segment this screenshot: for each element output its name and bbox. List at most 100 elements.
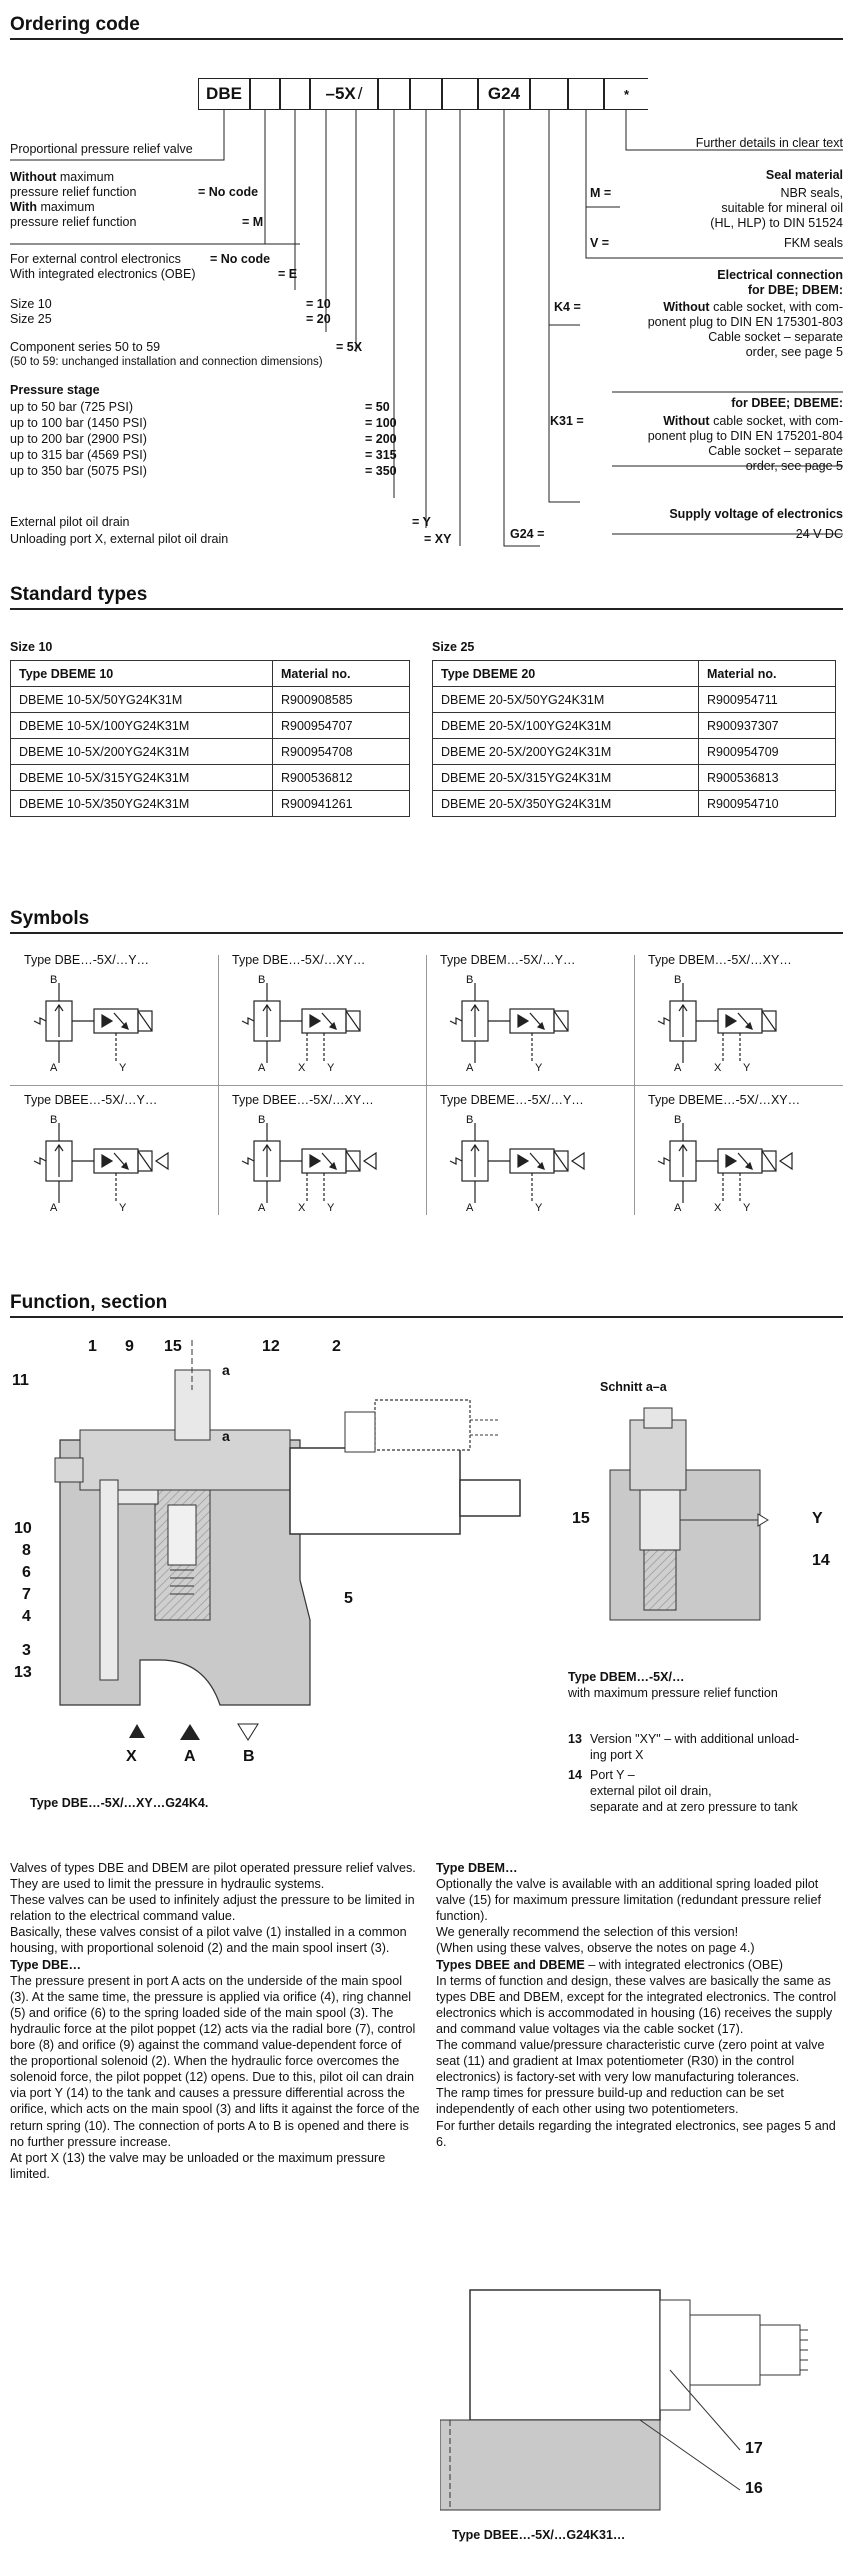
table-header-type: Type DBEME 10 [10,660,273,687]
port-a-label: A [50,1202,58,1214]
oc-k31-line1: Without cable socket, with com- [663,414,843,429]
section-callout-15: 15 [572,1510,590,1527]
body-paragraph: The ramp times for pressure build-up and… [436,2086,784,2117]
standard-types-title: Standard types [10,584,148,605]
oc-k4-line3: Cable socket – separate [708,330,843,344]
oc-k31-key: K31 = [550,414,584,428]
note14-text3: separate and at zero pressure to tank [590,1800,798,1814]
body-paragraph: The command value/pressure characteristi… [436,2038,825,2085]
oc-stage-code: = 100 [365,416,397,430]
note14-text2: external pilot oil drain, [590,1784,712,1798]
oc-with-line1: With maximum [10,200,95,215]
oc-with-rest: maximum [36,200,95,214]
table-cell-material: R900954707 [272,712,410,739]
port-b-label: B [258,974,265,986]
table-cell-material: R900941261 [272,790,410,817]
code-box-5 [378,78,410,110]
size25-label: Size 25 [432,640,475,654]
oc-size10-code: = 10 [306,297,331,311]
symbol-label: Type DBEM…-5X/…XY… [648,953,792,967]
oc-supply-title: Supply voltage of electronics [669,507,843,521]
table-cell-type: DBEME 20-5X/350YG24K31M [432,790,699,817]
oc-stage-code: = 350 [365,464,397,478]
schnitt-label: Schnitt a–a [600,1380,667,1394]
body-paragraph: The pressure present in port A acts on t… [10,1973,420,2149]
port-a-label: A [466,1202,474,1214]
callout-1: 1 [88,1338,97,1355]
valve-section-drawing [54,1340,521,1741]
body-paragraph: Optionally the valve is available with a… [436,1877,821,1924]
callout-12: 12 [262,1338,280,1355]
oc-with-code: = M [242,215,264,229]
table-header-row: Type DBEME 20 Material no. [432,660,836,687]
table-header-row: Type DBEME 10 Material no. [10,660,410,687]
oc-k31-rest: cable socket, with com- [709,414,843,428]
code-box-9 [568,78,604,110]
code-series: –5X [325,84,356,103]
table-cell-material: R900536813 [698,764,836,791]
oc-proportional: Proportional pressure relief valve [10,142,193,156]
body-subheading: Type DBE… [10,1957,82,1972]
oc-v-line1: FKM seals [783,236,843,250]
table-cell-type: DBEME 10-5X/200YG24K31M [10,738,273,765]
body-subheading-obe: Types DBEE and DBEME [436,1957,585,1972]
code-box-clear-text: * [604,78,648,110]
symbol-label: Type DBE…-5X/…Y… [24,953,150,967]
oc-stage-label: up to 50 bar (725 PSI) [10,400,133,414]
section-port-y: Y [812,1510,823,1527]
table-cell-material: R900954711 [698,686,836,713]
standard-table-size25: Type DBEME 20 Material no. DBEME 20-5X/5… [432,660,836,817]
table-cell-type: DBEME 20-5X/100YG24K31M [432,712,699,739]
oc-with-line2: pressure relief function [10,215,137,229]
symbol-label: Type DBEE…-5X/…XY… [232,1093,374,1107]
oc-elec-sub2: for DBEE; DBEME: [731,396,843,410]
oc-pressure-stage: Pressure stage [10,383,100,397]
body-paragraph: These valves can be used to infinitely a… [10,1893,415,1924]
port-x-label: X [714,1202,722,1214]
table-header-material: Material no. [698,660,836,687]
oc-without-code: = No code [198,185,259,199]
callout-5: 5 [344,1590,353,1607]
oc-k4-line1: Without cable socket, with com- [663,300,843,315]
port-x-label: X [714,1062,722,1074]
table-cell-type: DBEME 10-5X/315YG24K31M [10,764,273,791]
port-x-arrow [129,1724,145,1738]
oc-stage-code: = 50 [365,400,390,414]
section-callout-14: 14 [812,1552,830,1569]
oc-size25-code: = 20 [306,312,331,326]
oc-k4-rest: cable socket, with com- [709,300,843,314]
table-cell-material: R900937307 [698,712,836,739]
callout-15: 15 [164,1338,182,1355]
oc-component-code: = 5X [336,340,363,354]
note14-text: Port Y – [590,1768,635,1782]
oc-component-note: (50 to 59: unchanged installation and co… [10,356,323,368]
oc-without-line1: Without maximum [10,170,114,185]
section-caption-1: Type DBEM…-5X/… [568,1670,685,1684]
body-right-column: Type DBEM… Optionally the valve is avail… [436,1860,846,2150]
callout-a-lower: a [222,1428,230,1444]
body-paragraph: (When using these valves, observe the no… [436,1941,755,1956]
symbol-label: Type DBEM…-5X/…Y… [440,953,576,967]
section-caption-main: Type DBE…-5X/…XY…G24K4. [30,1796,209,1810]
oc-g24-key: G24 = [510,527,545,541]
oc-stage-label: up to 350 bar (5075 PSI) [10,464,147,478]
oc-stage-label: up to 315 bar (4569 PSI) [10,448,147,462]
code-box-series: –5X/ [310,78,378,110]
oc-k4-line2: ponent plug to DIN EN 175301-803 [647,315,843,329]
table-cell-material: R900536812 [272,764,410,791]
body-left-column: Valves of types DBE and DBEM are pilot o… [10,1860,420,2182]
port-b-label: B [50,1114,57,1126]
callout-4: 4 [22,1608,31,1625]
body-paragraph: In terms of function and design, these v… [436,1973,837,2036]
callout-13: 13 [14,1664,32,1681]
